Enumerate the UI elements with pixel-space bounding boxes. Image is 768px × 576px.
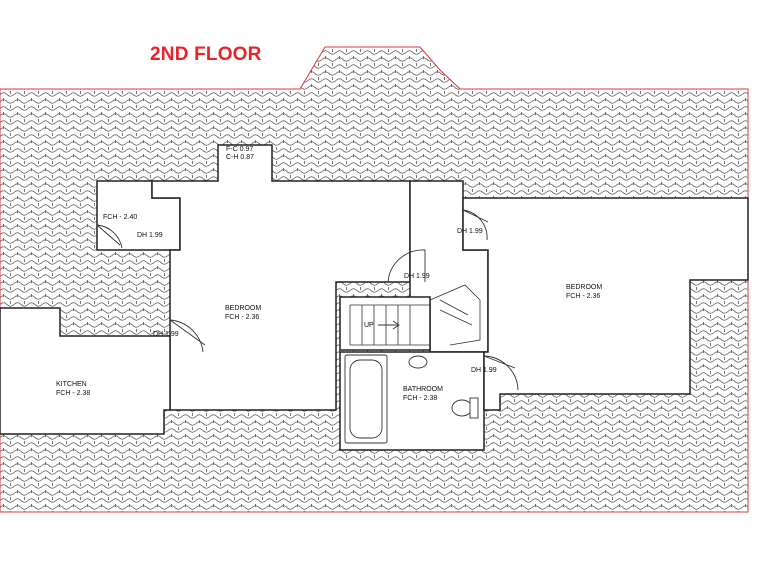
room-interiors: [0, 144, 749, 451]
bedroom-1-room: [151, 144, 411, 411]
doors: [96, 209, 519, 391]
stair-treads: [349, 284, 481, 346]
stairs-label: UP: [364, 322, 374, 329]
note-ch: C-H 0.87: [226, 154, 255, 161]
room-dim-bedroom-1: FCH - 2.36: [225, 314, 260, 321]
note-dh-landing: DH 1.99: [404, 273, 430, 280]
room-name-bathroom: BATHROOM: [403, 386, 443, 393]
bedroom-2-room: [462, 197, 749, 411]
room-dim-kitchen: FCH - 2.38: [56, 390, 91, 397]
door-landing-top: [462, 209, 489, 241]
door-landing: [387, 249, 426, 283]
note-dh-landing-top: DH 1.99: [457, 228, 483, 235]
door-closet: [96, 224, 123, 249]
room-dim-bathroom: FCH - 2.38: [403, 395, 438, 402]
room-dim-bedroom-2: FCH - 2.36: [566, 293, 601, 300]
note-dh-bath: DH 1.99: [471, 367, 497, 374]
note-dh-kitchen: DH 1.99: [153, 331, 179, 338]
kitchen-room: [0, 307, 171, 435]
stairs-area: [339, 296, 431, 351]
door-kitchen: [169, 319, 206, 353]
bathroom-fixtures: [344, 354, 479, 444]
room-name-bedroom-1: BEDROOM: [225, 305, 262, 312]
stairs-arrow: [378, 320, 400, 330]
room-name-kitchen: KITCHEN: [56, 381, 87, 388]
door-bathroom: [483, 355, 519, 391]
sink: [408, 355, 428, 369]
note-fch-closet: FCH - 2.40: [103, 214, 138, 221]
note-dh-closet: DH 1.99: [137, 232, 163, 239]
toilet: [451, 399, 473, 417]
note-fc: F-C 0.97: [226, 146, 254, 153]
floor-title: 2ND FLOOR: [150, 44, 262, 65]
room-name-bedroom-2: BEDROOM: [566, 284, 603, 291]
